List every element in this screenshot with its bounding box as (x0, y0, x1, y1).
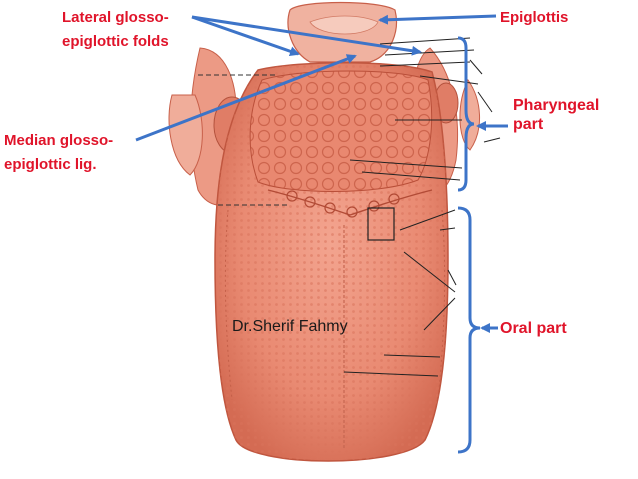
label-oral-part: Oral part (500, 320, 567, 337)
arrow-lateral-fold-right (191, 15, 422, 56)
highlight-box (367, 207, 395, 241)
arrow-median-ligament (135, 54, 357, 142)
oral-bracket (457, 206, 481, 454)
label-lateral-glosso-epiglottic-folds: Lateral glosso- epiglottic folds (62, 8, 169, 51)
label-pharyngeal-part: Pharyngeal part (513, 96, 599, 134)
label-median-line-1: Median glosso- (4, 132, 114, 149)
tongue-shape (214, 62, 449, 462)
label-epiglottis: Epiglottis (500, 9, 569, 26)
oral-leader-lines (343, 209, 457, 377)
label-pharyngeal-line-1: Pharyngeal (513, 97, 600, 114)
epiglottis-shape (287, 1, 397, 63)
label-lateral-line-2: epiglottic folds (62, 33, 169, 50)
pharyngeal-leader-lines (349, 37, 501, 181)
arrow-lateral-fold-left (191, 15, 300, 57)
label-median-glosso-epiglottic-lig: Median glosso- epiglottic lig. (4, 131, 113, 174)
arrow-epiglottis (378, 14, 497, 25)
pointer-arrows (135, 14, 508, 333)
label-lateral-line-1: Lateral glosso- (62, 9, 169, 26)
label-median-line-2: epiglottic lig. (4, 156, 97, 173)
author-credit: Dr.Sherif Fahmy (232, 318, 348, 335)
label-pharyngeal-line-2: part (513, 116, 544, 133)
pharyngeal-bracket (457, 36, 475, 192)
